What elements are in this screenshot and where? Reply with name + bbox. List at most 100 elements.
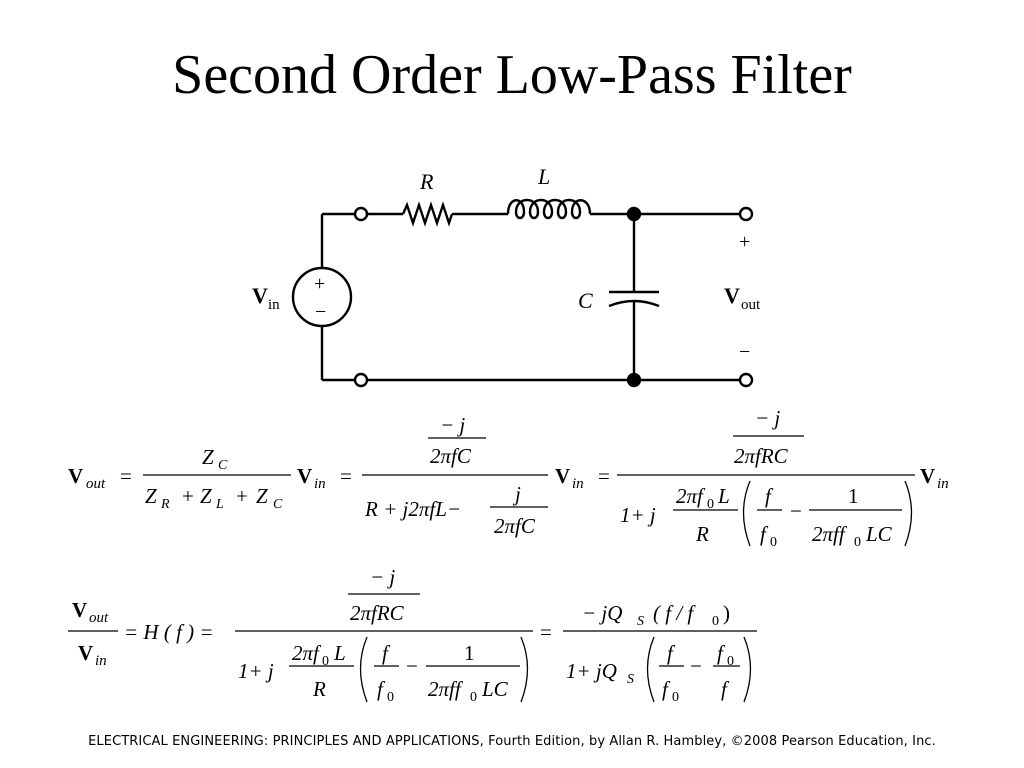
eq1-2pifrc: 2πfRC (734, 444, 789, 468)
eq1-vin2-sub: in (572, 476, 584, 492)
eq2-f0a-sub: 0 (672, 690, 679, 705)
node-top (626, 206, 642, 222)
eq1-equals-1: = (120, 464, 132, 488)
vin-subscript: in (268, 297, 280, 313)
eq1-equals-2: = (340, 464, 352, 488)
eq2-left-paren-1 (359, 636, 368, 703)
terminal-bottom-right (738, 372, 754, 388)
eq2-one-plus-j: 1+ j (238, 659, 274, 683)
eq2-right-paren-2 (743, 636, 752, 703)
eq1-2pifc-2: 2πfC (494, 514, 536, 538)
eq1-equals-3: = (598, 464, 610, 488)
footer-credit: ELECTRICAL ENGINEERING: PRINCIPLES AND A… (88, 734, 936, 749)
eq2-f: f (382, 641, 391, 665)
terminal-bottom-left (353, 372, 369, 388)
eq2-lc: LC (481, 677, 509, 701)
eq1-one: 1 (848, 484, 859, 508)
eq2-2piff0: 2πff (428, 677, 464, 701)
eq2-equals: = (540, 620, 552, 644)
eq2-neg-j: − j (370, 565, 395, 589)
equation-2: V out V in = H ( f ) = − j 2πfRC 1+ j 2π… (68, 565, 757, 705)
eq2-f0-den-sub: 0 (387, 690, 394, 705)
eq2-f0b-sub: 0 (727, 654, 734, 669)
eq1-2piff0: 2πff (812, 522, 848, 546)
eq1-f: f (765, 484, 774, 508)
eq2-vin-sub: in (95, 653, 107, 669)
eq1-vin-2: V (555, 464, 570, 488)
eq1-vin-3: V (920, 464, 935, 488)
eq1-neg-j-2: − j (755, 406, 780, 430)
eq2-f0-sub: 0 (322, 654, 329, 669)
vout-subscript: out (741, 297, 761, 313)
eq1-zc2-sub: C (273, 497, 283, 512)
eq2-right-paren-1 (520, 636, 529, 703)
eq1-zl-sub: L (215, 497, 224, 512)
eq2-f0-a: f (662, 677, 671, 701)
eq1-vout: V (68, 464, 83, 488)
eq2-ratio: ( f / f (653, 601, 696, 625)
source-minus-sign: − (315, 301, 326, 323)
eq2-minus-1: − (406, 654, 418, 678)
vin-label: V (252, 283, 268, 308)
eq2-minus-2: − (690, 654, 702, 678)
equation-1: V out = Z C Z R + Z L + Z C V in = − j 2… (68, 406, 949, 550)
eq2-hf: = H ( f ) = (124, 620, 214, 644)
eq2-ratio-sub: 0 (712, 614, 719, 629)
eq1-zc: Z (202, 445, 214, 469)
eq1-f0-den-sub: 0 (770, 535, 777, 550)
inductor-symbol (506, 198, 592, 220)
eq1-plus-2: + (236, 484, 248, 508)
eq2-r: R (312, 677, 326, 701)
eq1-right-paren (904, 480, 913, 547)
eq2-s2-sub: S (627, 672, 634, 687)
eq1-2pifc: 2πfC (430, 444, 472, 468)
eq1-ff0-sub: 0 (854, 535, 861, 550)
eq2-f-a: f (667, 641, 676, 665)
eq1-f0-sub: 0 (707, 497, 714, 512)
eq1-l: L (717, 484, 730, 508)
capacitor-label: C (578, 288, 593, 313)
eq1-r: R (695, 522, 709, 546)
terminal-top-right (738, 206, 754, 222)
eq2-2pif0: 2πf (292, 641, 322, 665)
terminal-top-left (353, 206, 369, 222)
eq2-s-sub: S (637, 614, 644, 629)
resistor-label: R (419, 169, 434, 194)
eq1-zc2: Z (256, 484, 268, 508)
slide-title: Second Order Low-Pass Filter (172, 44, 852, 106)
eq2-2pifrc: 2πfRC (350, 601, 405, 625)
eq1-one-plus-j: 1+ j (620, 503, 656, 527)
eq2-vout: V (72, 598, 87, 622)
source-plus-sign: + (314, 273, 325, 295)
circuit-diagram (291, 198, 754, 388)
eq2-vout-sub: out (89, 610, 109, 626)
eq2-one-plus-jqs: 1+ jQ (566, 659, 617, 683)
eq2-l: L (333, 641, 346, 665)
eq1-vin-sub: in (314, 476, 326, 492)
eq1-vin3-sub: in (937, 476, 949, 492)
eq1-j: j (512, 482, 521, 506)
eq1-zr: Z (145, 484, 157, 508)
eq1-minus: − (790, 499, 802, 523)
eq2-one: 1 (464, 641, 475, 665)
eq2-f0: f (377, 677, 386, 701)
eq2-ratio-end: ) (723, 601, 730, 625)
eq1-2pif0: 2πf (676, 484, 706, 508)
output-minus-sign: − (739, 341, 750, 363)
eq1-left-paren (742, 480, 751, 547)
vout-label: V (724, 283, 740, 308)
eq1-zr-sub: R (160, 497, 170, 512)
eq2-neg-jqs: − jQ (582, 601, 622, 625)
node-bottom (626, 372, 642, 388)
eq1-den-a: R + j2πfL− (364, 497, 461, 521)
eq1-neg-j: − j (440, 413, 465, 437)
eq2-ff0-sub: 0 (470, 690, 477, 705)
inductor-label: L (537, 164, 550, 189)
eq1-f0: f (760, 522, 769, 546)
output-plus-sign: + (739, 231, 750, 253)
eq2-f-b: f (721, 677, 730, 701)
eq1-zc-sub: C (218, 458, 228, 473)
eq2-vin: V (78, 641, 93, 665)
eq1-zl: Z (200, 484, 212, 508)
